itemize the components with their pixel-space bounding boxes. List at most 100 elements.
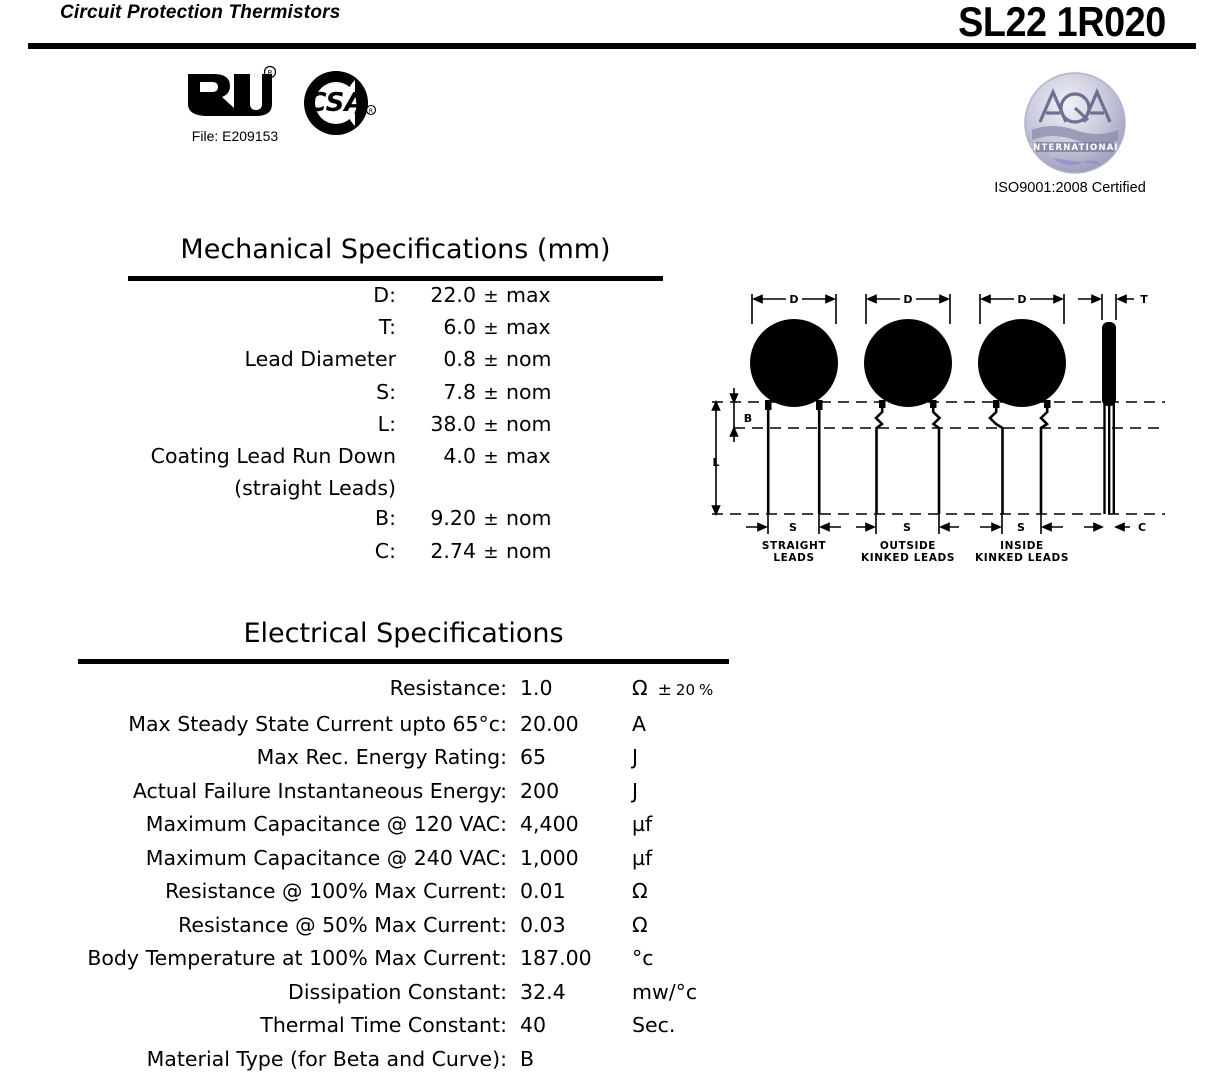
table-row: Resistance @ 50% Max Current: 0.03 Ω [0, 909, 713, 943]
spec-value: B [520, 1046, 535, 1071]
spec-pm: ± [483, 382, 499, 404]
table-row: B: 9.20 ± nom [0, 503, 552, 535]
caption-inside-kinked-line2: KINKED LEADS [975, 552, 1069, 564]
spec-tolerance: nom [506, 347, 552, 372]
spec-value: 1,000 [520, 845, 579, 870]
tolerance-pm: ± [657, 680, 672, 700]
electrical-specs-table: Resistance: 1.0 Ω±20% Max Steady State C… [0, 672, 713, 1076]
spec-label: Lead Diameter [244, 347, 396, 372]
spec-tolerance: nom [506, 379, 552, 404]
spec-tolerance: max [506, 444, 551, 469]
spec-unit: J [632, 745, 639, 769]
spec-unit: mw/°c [632, 979, 698, 1004]
spec-label: L: [377, 411, 396, 436]
ul-file-label: File: E209153 [191, 128, 279, 144]
spec-unit: Ω [632, 912, 648, 937]
spec-value: 20.00 [520, 711, 579, 736]
mechanical-specs-table: D: 22.0 ± max T: 6.0 ± max Lead Diameter… [0, 280, 552, 568]
svg-text:R: R [369, 108, 373, 115]
electrical-specs-heading: Electrical Specifications [243, 618, 564, 649]
spec-value: 187.00 [520, 946, 592, 970]
spec-tolerance [506, 473, 552, 503]
spec-value: 1.0 [520, 676, 553, 700]
spec-tolerance: nom [506, 506, 552, 531]
dimension-label-s3: S [1017, 521, 1025, 534]
spec-tolerance: max [506, 315, 551, 340]
dimension-label-s2: S [903, 521, 911, 534]
table-row: T: 6.0 ± max [0, 312, 552, 344]
spec-value: 200 [520, 778, 560, 803]
spec-value: 7.8 [443, 379, 476, 404]
dimension-label-c: C [1138, 521, 1146, 534]
spec-label: S: [376, 379, 396, 404]
table-row: Resistance: 1.0 Ω±20% [0, 672, 714, 708]
header-divider [28, 43, 1196, 49]
spec-unit: Ω±20% [632, 672, 713, 708]
spec-pm: ± [483, 318, 499, 340]
iso-certification-label: ISO9001:2008 Certified [994, 180, 1146, 196]
spec-tolerance: nom [506, 538, 552, 563]
spec-label: Resistance @ 50% Max Current: [178, 912, 507, 937]
table-row: Max Rec. Energy Rating: 65 J [0, 741, 713, 775]
spec-label: Thermal Time Constant: [260, 1013, 507, 1037]
svg-text:CSA: CSA [307, 88, 364, 118]
caption-straight-leads-line2: LEADS [773, 552, 814, 564]
spec-value [410, 473, 476, 503]
dimension-label-d2: D [903, 293, 912, 306]
csa-icon: CSA R [303, 68, 377, 138]
spec-value: 9.20 [430, 506, 476, 531]
spec-label: Max Steady State Current upto 65°c: [128, 711, 507, 736]
spec-label-continuation: (straight Leads) [234, 476, 396, 501]
lead-style-dimension-drawing: D D D T [710, 276, 1170, 570]
table-row: Resistance @ 100% Max Current: 0.01 Ω [0, 875, 713, 909]
page-title: Circuit Protection Thermistors [60, 2, 341, 23]
dimension-label-b: B [744, 412, 752, 425]
spec-value: 38.0 [430, 411, 476, 436]
mechanical-specs-divider [128, 276, 663, 281]
spec-unit: A [632, 711, 647, 736]
caption-outside-kinked-line1: OUTSIDE [880, 540, 936, 552]
spec-label: Resistance @ 100% Max Current: [165, 879, 507, 903]
spec-value: 0.01 [520, 879, 566, 903]
spec-label: T: [378, 315, 396, 340]
spec-pm: ± [483, 350, 499, 372]
dimension-label-t: T [1140, 293, 1148, 306]
electrical-specs-divider [78, 659, 729, 664]
table-row: Actual Failure Instantaneous Energy: 200… [0, 775, 713, 809]
table-row: Maximum Capacitance @ 120 VAC: 4,400 µf [0, 808, 713, 842]
spec-value: 0.8 [443, 347, 476, 372]
unit-text: Ω [632, 676, 648, 700]
spec-value: 22.0 [430, 283, 476, 307]
spec-pm: ± [483, 509, 499, 531]
table-row: Dissipation Constant: 32.4 mw/°c [0, 976, 713, 1010]
spec-value: 2.74 [430, 538, 476, 563]
table-row: Coating Lead Run Down 4.0 ± max [0, 441, 552, 473]
spec-label: D: [373, 283, 396, 307]
spec-pm [476, 473, 506, 503]
spec-label: C: [374, 538, 396, 563]
table-row: C: 2.74 ± nom [0, 536, 552, 568]
spec-label: Maximum Capacitance @ 240 VAC: [145, 845, 507, 870]
spec-unit: °c [632, 946, 654, 970]
dimension-label-d1: D [789, 293, 798, 306]
table-row: S: 7.8 ± nom [0, 377, 552, 409]
table-row: D: 22.0 ± max [0, 280, 552, 312]
spec-pm: ± [483, 447, 499, 469]
spec-label: Material Type (for Beta and Curve): [146, 1046, 507, 1071]
part-number: SL22 1R020 [958, 0, 1166, 45]
spec-tolerance: max [506, 283, 551, 307]
spec-unit [632, 1043, 713, 1077]
svg-text:INTERNATIONAL: INTERNATIONAL [1029, 143, 1121, 153]
table-row: Material Type (for Beta and Curve): B [0, 1043, 713, 1077]
spec-unit: Ω [632, 879, 648, 903]
spec-pm: ± [483, 541, 499, 563]
spec-pm: ± [483, 286, 499, 307]
spec-unit: Sec. [632, 1013, 676, 1037]
dimension-label-d3: D [1017, 293, 1026, 306]
spec-tolerance: nom [506, 411, 552, 436]
table-row: Max Steady State Current upto 65°c: 20.0… [0, 708, 713, 742]
table-row: L: 38.0 ± nom [0, 409, 552, 441]
spec-value: 4.0 [443, 444, 476, 469]
caption-outside-kinked-line2: KINKED LEADS [861, 552, 955, 564]
spec-label: Max Rec. Energy Rating: [256, 745, 507, 769]
